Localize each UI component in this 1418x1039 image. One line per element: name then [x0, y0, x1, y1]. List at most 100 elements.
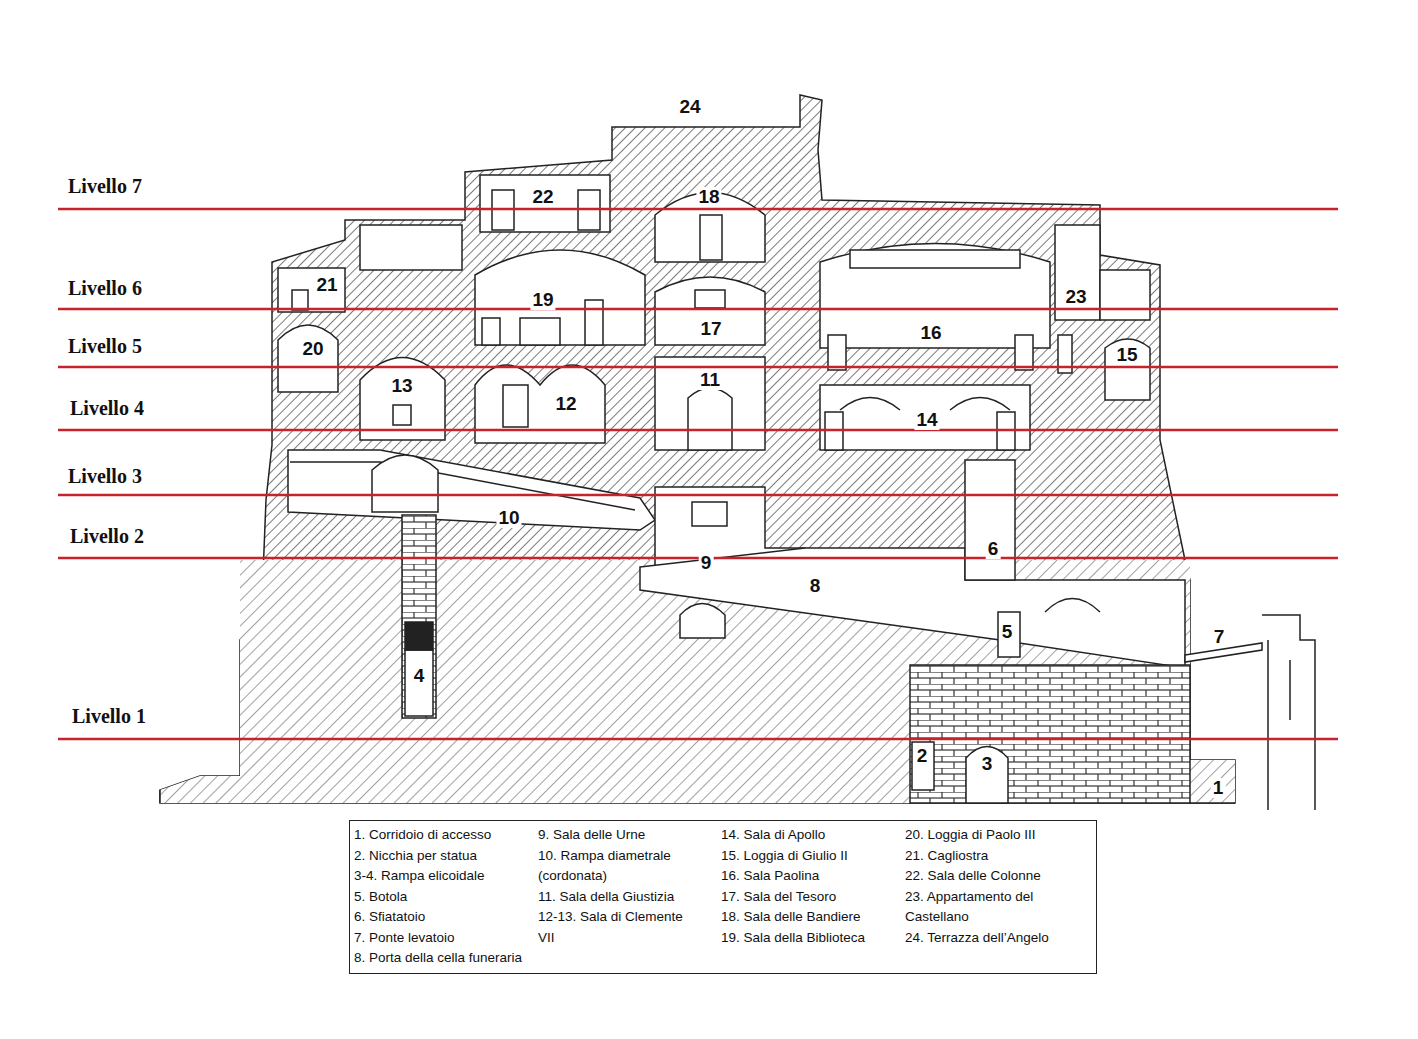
room [655, 277, 765, 345]
legend-entry: 6. Sfiatatoio [354, 907, 532, 928]
trapdoor-shaft [998, 612, 1020, 657]
callout-number: 18 [696, 187, 721, 207]
legend-entry: 22. Sala delle Colonne [905, 866, 1093, 887]
callout-number: 21 [314, 275, 339, 295]
level-lines [58, 209, 1338, 739]
masonry [160, 95, 1235, 803]
room [1100, 270, 1150, 320]
callout-number: 24 [677, 97, 702, 117]
callout-number: 8 [808, 576, 823, 596]
legend-entry: 20. Loggia di Paolo III [905, 825, 1093, 846]
callout-number: 20 [300, 339, 325, 359]
room [475, 365, 605, 443]
legend-entry: 24. Terrazza dell’Angelo [905, 928, 1093, 949]
callout-number: 19 [530, 290, 555, 310]
callout-number: 23 [1063, 287, 1088, 307]
arch [1045, 599, 1100, 613]
callout-number: 17 [698, 319, 723, 339]
legend-entry: 11. Sala della Giustizia [538, 887, 703, 908]
door [828, 335, 846, 370]
level-label: Livello 6 [68, 277, 142, 299]
legend-entry: 9. Sala delle Urne [538, 825, 703, 846]
callout-number: 11 [698, 370, 722, 390]
door [482, 318, 500, 345]
callout-number: 14 [914, 410, 939, 430]
bridge-structure [1262, 615, 1315, 810]
level-line [58, 494, 1338, 497]
room [655, 357, 765, 450]
door [1015, 335, 1033, 370]
room [480, 175, 610, 232]
level-label: Livello 7 [68, 175, 142, 197]
legend-entry: 2. Nicchia per statua [354, 846, 532, 867]
callout-number: 2 [915, 746, 930, 766]
callout-number: 12 [553, 394, 578, 414]
diametral-ramp [288, 450, 655, 530]
door [700, 215, 722, 260]
legend-entry: 5. Botola [354, 887, 532, 908]
room [475, 250, 645, 345]
door [520, 318, 560, 345]
shaft-dark [405, 622, 433, 650]
window [292, 290, 308, 310]
legend-entry: 8. Porta della cella funeraria [354, 948, 532, 969]
callout-number: 1 [1211, 778, 1226, 798]
portal [372, 455, 438, 512]
level-line [58, 208, 1338, 211]
loggia [1105, 339, 1150, 400]
legend-entry: 18. Sala delle Bandiere [721, 907, 889, 928]
legend-entry: 12-13. Sala di Clemente VII [538, 907, 703, 948]
room [360, 358, 445, 441]
callout-number: 15 [1114, 345, 1139, 365]
legend-entry: 14. Sala di Apollo [721, 825, 889, 846]
callout-number: 7 [1212, 627, 1227, 647]
shaft [402, 515, 436, 718]
legend-entry: 1. Corridoio di accesso [354, 825, 532, 846]
niche [692, 502, 727, 526]
vent-shaft [965, 460, 1015, 580]
corridor-arch [966, 747, 1008, 804]
callout-number: 6 [986, 539, 1001, 559]
room [1055, 225, 1100, 320]
callout-number: 16 [918, 323, 943, 343]
callout-number: 4 [412, 666, 427, 686]
legend-entry: 23. Appartamento del Castellano [905, 887, 1093, 928]
level-label: Livello 4 [70, 397, 144, 419]
stone-base [910, 665, 1190, 803]
level-label: Livello 1 [72, 705, 146, 727]
window-band [850, 250, 1020, 268]
level-line [58, 429, 1338, 432]
level-line [58, 308, 1338, 311]
callout-number: 9 [699, 553, 714, 573]
room [278, 268, 345, 312]
room [820, 244, 1050, 349]
niche [695, 290, 725, 308]
legend-entry: 19. Sala della Biblioteca [721, 928, 889, 949]
legend-entry: 15. Loggia di Giulio II [721, 846, 889, 867]
legend-column: 1. Corridoio di accesso2. Nicchia per st… [354, 825, 532, 969]
legend-entry: 21. Cagliostra [905, 846, 1093, 867]
level-label: Livello 5 [68, 335, 142, 357]
rock-mass [160, 95, 1235, 803]
legend-column: 9. Sala delle Urne10. Rampa diametrale (… [538, 825, 703, 948]
door [503, 385, 528, 427]
callout-number: 22 [530, 187, 555, 207]
helical-ramp [640, 548, 1185, 668]
level-label: Livello 3 [68, 465, 142, 487]
level-line [58, 366, 1338, 369]
level-label: Livello 2 [70, 525, 144, 547]
niche [912, 742, 934, 790]
legend-entry: 17. Sala del Tesoro [721, 887, 889, 908]
room [820, 385, 1030, 450]
door [393, 405, 411, 425]
door [688, 388, 732, 450]
room [360, 225, 462, 270]
level-line [58, 738, 1338, 741]
shaft-interior [405, 650, 433, 716]
rooms [278, 175, 1150, 450]
door [585, 300, 603, 345]
legend-entry: 7. Ponte levatoio [354, 928, 532, 949]
legend-column: 14. Sala di Apollo15. Loggia di Giulio I… [721, 825, 889, 948]
callout-number: 13 [389, 376, 414, 396]
